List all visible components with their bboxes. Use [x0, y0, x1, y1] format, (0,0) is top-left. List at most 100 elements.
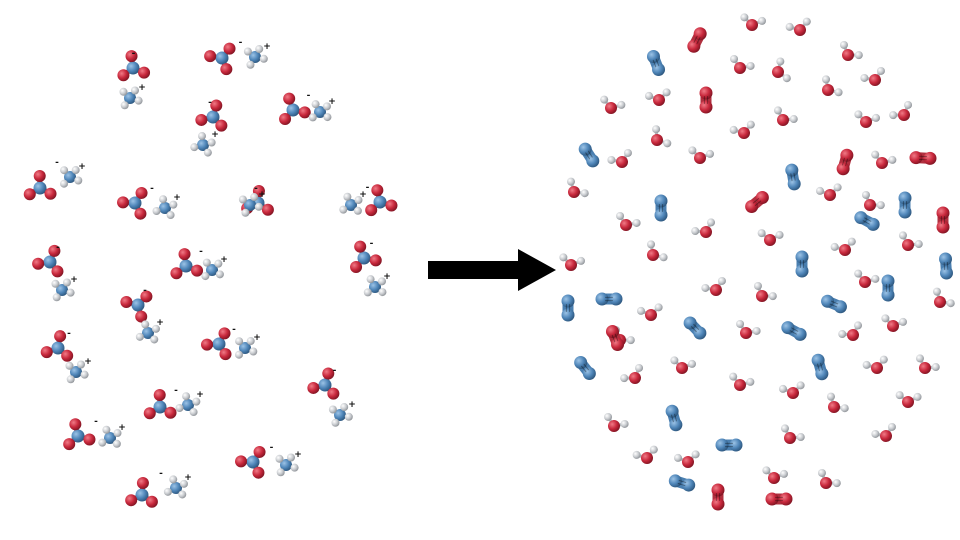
- hydrogen-atom: [604, 412, 613, 421]
- negative-charge-label: -: [67, 329, 71, 339]
- hydrogen-atom: [881, 314, 890, 323]
- anion: [143, 389, 177, 420]
- oxygen-atom: [371, 184, 384, 197]
- negative-charge-label: -: [307, 91, 311, 101]
- hydrogen-atom: [214, 259, 223, 268]
- oxygen-atom: [871, 362, 883, 374]
- atom: [815, 367, 829, 381]
- nitrogen-dimer: [683, 316, 707, 340]
- hydrogen-atom: [190, 143, 199, 152]
- left-panel-ion-pairs: -+-+-+-+-+-+-+-+-+-+-+-+-+-+-+-+-+-+-+: [23, 38, 398, 508]
- oxygen-atom: [253, 445, 266, 458]
- carbon-atom: [373, 195, 387, 209]
- hydrogen-atom: [802, 17, 811, 26]
- water-molecule: [757, 229, 784, 246]
- nitrogen-dimer: [654, 194, 668, 222]
- oxygen-atom: [33, 170, 46, 183]
- oxygen-atom: [887, 320, 899, 332]
- water-molecule: [889, 100, 913, 121]
- nitrogen-atom: [70, 366, 82, 378]
- carbon-atom: [128, 196, 142, 210]
- hydrogen-atom: [600, 95, 609, 104]
- atom: [781, 321, 795, 335]
- hydrogen-atom: [169, 200, 178, 209]
- oxygen-atom: [125, 494, 138, 507]
- oxygen-atom: [651, 134, 663, 146]
- oxygen-atom: [641, 452, 653, 464]
- oxygen-atom: [252, 466, 265, 479]
- nitrogen-atom: [345, 199, 357, 211]
- oxygen-atom: [143, 407, 156, 420]
- hydrogen-atom: [102, 425, 111, 434]
- hydrogen-atom: [659, 253, 668, 262]
- oxygen-atom: [40, 346, 53, 359]
- negative-charge-label: -: [159, 469, 163, 479]
- hydrogen-atom: [286, 453, 295, 462]
- water-molecule: [632, 445, 658, 464]
- hydrogen-atom: [377, 277, 386, 286]
- negative-charge-label: -: [199, 247, 203, 257]
- water-molecule: [895, 391, 922, 408]
- water-molecule: [772, 57, 791, 83]
- hydrogen-atom: [322, 102, 331, 111]
- oxygen-atom: [694, 152, 706, 164]
- hydrogen-atom: [626, 336, 635, 345]
- oxygen-atom: [354, 240, 367, 253]
- ion-pair: -+: [190, 98, 228, 157]
- water-molecule: [932, 287, 955, 308]
- negative-charge-label: -: [370, 239, 374, 249]
- oxygen-atom: [204, 50, 217, 63]
- hydrogen-atom: [736, 319, 745, 328]
- hydrogen-atom: [163, 487, 172, 496]
- atom: [693, 27, 707, 41]
- hydrogen-atom: [862, 360, 871, 369]
- nitrogen-atom: [206, 264, 218, 276]
- hydrogen-atom: [768, 292, 777, 301]
- cation: [308, 100, 332, 122]
- ion-pair: -+: [170, 247, 228, 281]
- hydrogen-atom: [854, 110, 863, 119]
- nitrogen-dimer: [881, 274, 895, 302]
- atom: [787, 177, 801, 191]
- nitrogen-atom: [197, 139, 209, 151]
- atom: [687, 39, 701, 53]
- anion: [195, 99, 228, 132]
- water-molecule: [871, 422, 896, 442]
- water-molecule: [607, 148, 632, 168]
- hydrogen-atom: [789, 115, 798, 124]
- positive-charge-label: +: [328, 97, 336, 107]
- hydrogen-atom: [363, 288, 372, 297]
- oxygen-atom: [839, 244, 851, 256]
- atom: [646, 49, 660, 63]
- hydrogen-atom: [66, 288, 75, 297]
- water-molecule: [647, 240, 668, 262]
- atom: [683, 316, 697, 330]
- ion-pair: -+: [120, 286, 164, 344]
- hydrogen-atom: [150, 335, 159, 344]
- atom: [854, 211, 868, 225]
- hydrogen-atom: [323, 113, 332, 122]
- hydrogen-atom: [840, 404, 849, 413]
- oxygen-atom: [864, 199, 876, 211]
- atom: [793, 327, 807, 341]
- ion-pair: -+: [350, 239, 391, 297]
- water-molecule: [566, 177, 589, 198]
- ion-pair: -+: [143, 386, 204, 420]
- hydrogen-atom: [931, 363, 940, 372]
- nitrogen-dimer: [668, 474, 696, 492]
- hydrogen-atom: [378, 288, 387, 297]
- hydrogen-atom: [52, 293, 61, 302]
- oxygen-atom: [153, 389, 166, 402]
- anion: [279, 92, 311, 125]
- hydrogen-atom: [729, 372, 738, 381]
- nitrogen-atom: [244, 199, 256, 211]
- atom: [795, 264, 809, 278]
- hydrogen-atom: [898, 231, 907, 240]
- anion: [117, 186, 148, 220]
- oxygen-atom: [178, 248, 191, 261]
- hydrogen-atom: [915, 354, 924, 363]
- hydrogen-atom: [175, 404, 184, 413]
- hydrogen-atom: [632, 450, 641, 459]
- oxygen-atom: [261, 203, 274, 216]
